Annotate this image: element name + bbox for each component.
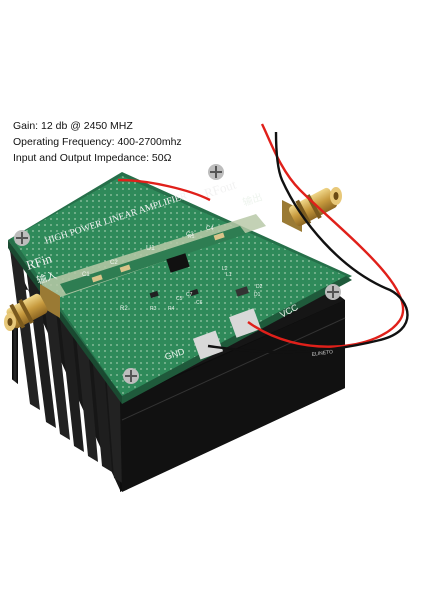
spec-impedance: Input and Output Impedance: 50Ω [13,152,172,164]
sma-connector-input [4,284,60,331]
red-wire [117,123,405,348]
label-r3: R3 [150,306,157,312]
label-c2: C2 [110,260,118,266]
spec-gain: Gain: 12 db @ 2450 MHZ [13,120,133,132]
screw-bottom-left [123,368,139,384]
label-u1: U1 [146,245,155,252]
label-rfout-cn: 输出 [241,190,264,209]
label-c4: C4 [206,226,214,232]
pcb-board: HIGH POWER LINEAR AMPLIFIER RFout 输出 RFi… [8,164,352,404]
screw-top-right [208,164,224,180]
screw-top-left [14,230,30,246]
u1-chip [166,253,190,273]
label-l2: L2 [222,266,228,272]
label-c3: C3 [186,232,194,238]
label-c1: C1 [82,272,90,278]
spec-frequency: Operating Frequency: 400-2700mhz [13,136,182,148]
screw-bottom-right [325,284,341,300]
label-rfout: RFout [202,176,238,200]
gnd-pad [192,330,224,360]
vcc-pad [229,308,261,338]
label-c5: C5 [176,296,183,302]
cable-print: ELINETO [311,349,333,358]
label-l1: L1 [226,272,232,278]
label-c7: C7 [186,292,193,298]
label-r2: R2 [120,306,128,312]
sma-connector-output [282,187,342,232]
label-c6: C6 [196,300,203,306]
black-wire [207,131,409,354]
label-d1: D1 [254,292,261,298]
label-r1: R1 [188,234,195,240]
label-d2: D2 [256,284,263,290]
power-wires: ELINETO [117,123,409,358]
label-r4: R4 [168,306,175,312]
spec-list: Gain: 12 db @ 2450 MHZ Operating Frequen… [13,118,182,166]
